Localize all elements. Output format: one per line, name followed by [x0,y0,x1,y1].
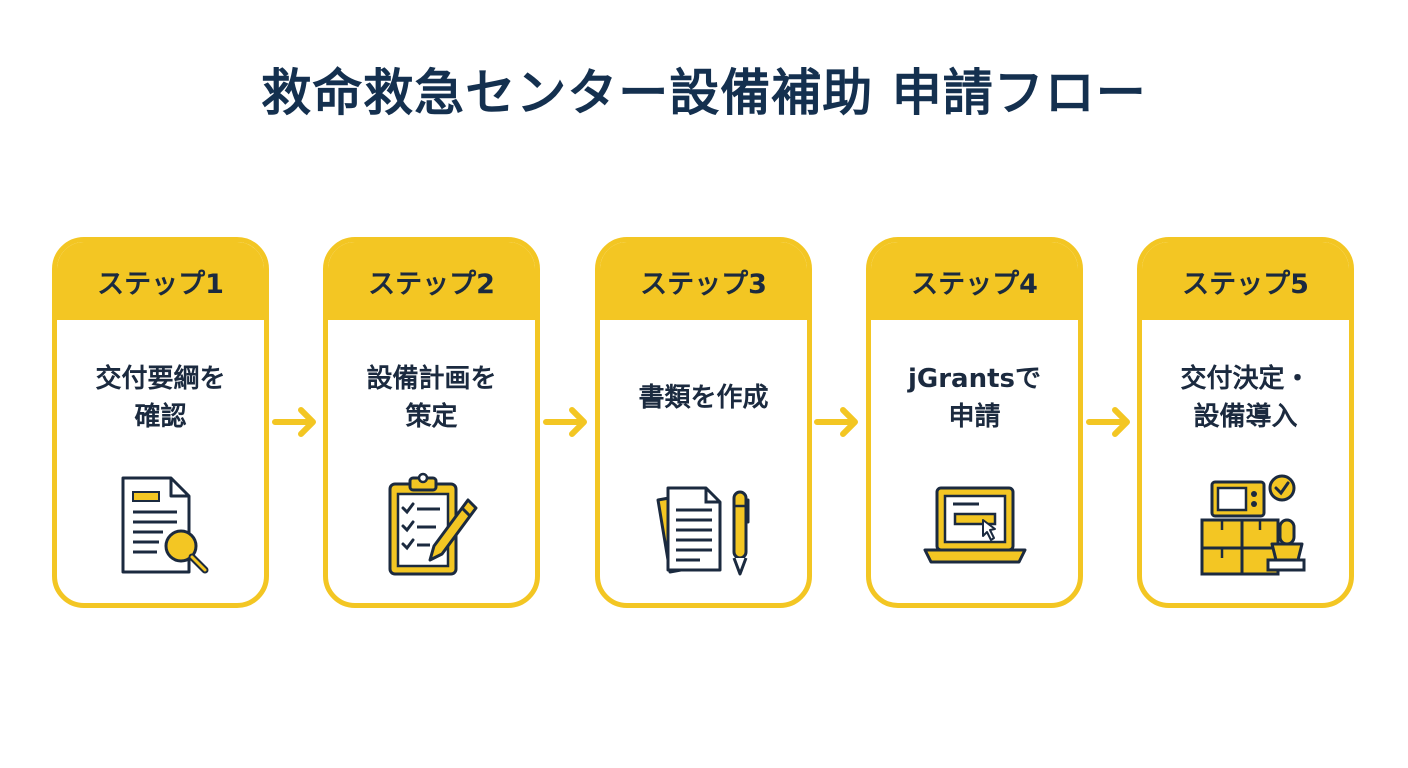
step-header-1: ステップ1 [57,242,264,320]
step-text-1: 交付要綱を 確認 [95,364,226,432]
step-text-2: 設備計画を 策定 [366,364,497,432]
step-text-3: 書類を作成 [638,383,769,413]
step-card-1: ステップ1 交付要綱を 確認 [52,237,269,608]
document-magnifier-icon [121,476,208,574]
step-card-4: ステップ4 jGrantsで 申請 [866,237,1083,608]
arrow-right-icon [543,407,587,437]
laptop-cursor-icon [923,486,1026,564]
step-text-4: jGrantsで 申請 [907,364,1042,432]
page-title: 救命救急センター設備補助 申請フロー [261,64,1147,122]
papers-pen-icon [656,486,749,576]
step-text-5: 交付決定・ 設備導入 [1180,364,1311,432]
arrow-right-icon [1086,407,1130,437]
step-header-4: ステップ4 [871,242,1078,320]
clipboard-pencil-icon [388,472,477,576]
step-header-3: ステップ3 [600,242,807,320]
step-card-2: ステップ2 設備計画を 策定 [323,237,540,608]
step-header-5: ステップ5 [1142,242,1349,320]
step-card-5: ステップ5 交付決定・ 設備導入 [1137,237,1354,608]
arrow-right-icon [272,407,316,437]
equipment-stamp-icon [1200,474,1305,576]
arrow-right-icon [814,407,858,437]
step-card-3: ステップ3 書類を作成 [595,237,812,608]
step-header-2: ステップ2 [328,242,535,320]
